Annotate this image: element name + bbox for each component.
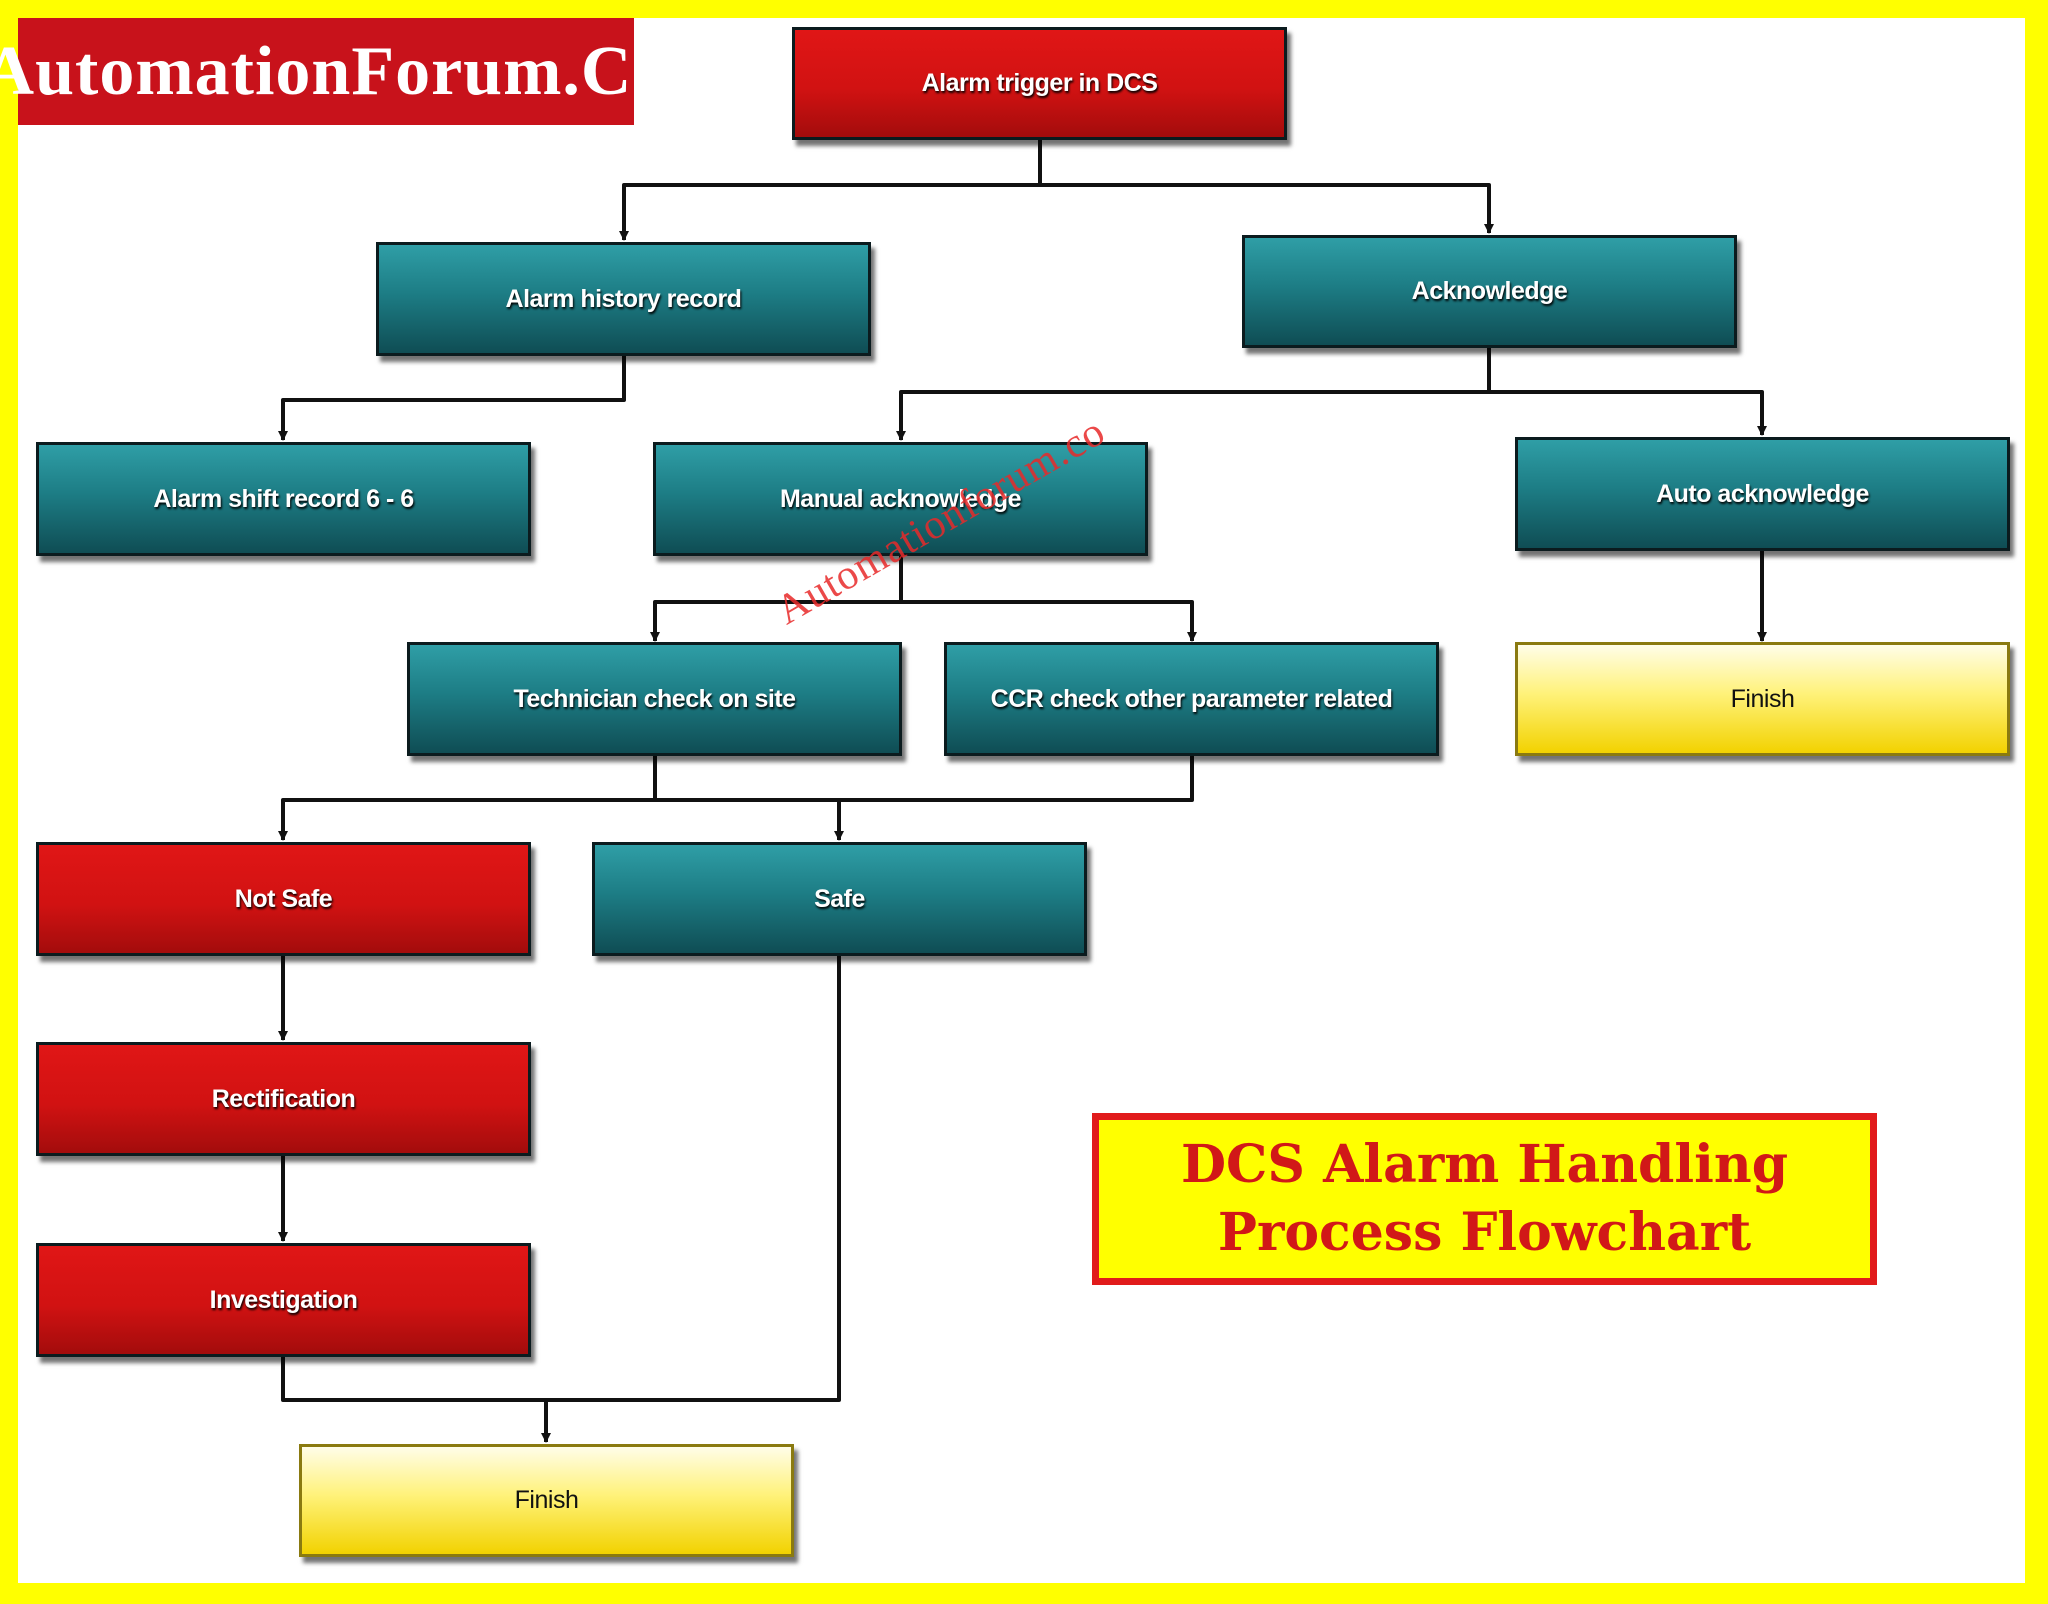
node-acknowledge: Acknowledge — [1242, 235, 1737, 348]
node-label: Alarm trigger in DCS — [921, 69, 1158, 97]
node-manual-acknowledge: Manual acknowledge — [653, 442, 1148, 556]
node-label: Alarm shift record 6 - 6 — [153, 484, 414, 513]
node-investigation: Investigation — [36, 1243, 531, 1357]
node-rectification: Rectification — [36, 1042, 531, 1156]
node-alarm-history-record: Alarm history record — [376, 242, 871, 356]
edge-manual-to-ccr — [901, 600, 1197, 642]
node-not-safe: Not Safe — [36, 842, 531, 956]
node-alarm-shift-record: Alarm shift record 6 - 6 — [36, 442, 531, 556]
node-label: Manual acknowledge — [779, 484, 1022, 513]
node-label: Finish — [1730, 684, 1795, 713]
node-label: Not Safe — [234, 884, 333, 913]
node-label: Alarm history record — [505, 284, 742, 313]
node-label: Finish — [514, 1486, 579, 1514]
edge-investigation-to-finish — [281, 1357, 551, 1443]
node-safe: Safe — [592, 842, 1087, 956]
node-label: Rectification — [211, 1084, 356, 1113]
automationforum-logo: AutomationForum.Co — [0, 18, 667, 125]
edge-technician-to-notsafe — [278, 756, 657, 841]
node-label: CCR check other parameter related — [990, 684, 1393, 713]
node-label: Acknowledge — [1411, 277, 1568, 305]
edge-history-to-shift — [278, 356, 626, 441]
node-label: Technician check on site — [513, 684, 796, 713]
node-alarm-trigger: Alarm trigger in DCS — [792, 27, 1287, 140]
node-label: Safe — [814, 884, 865, 913]
node-auto-acknowledge: Auto acknowledge — [1515, 437, 2010, 551]
node-finish-bottom: Finish — [299, 1444, 794, 1557]
edge-technician-to-safe — [655, 798, 844, 841]
edge-acknowledge-to-auto — [1489, 390, 1767, 436]
edge-acknowledge-to-manual — [896, 348, 1491, 441]
edge-trigger-to-history — [619, 140, 1042, 241]
title-line-2: Process Flowchart — [1217, 1202, 1752, 1263]
node-ccr-check: CCR check other parameter related — [944, 642, 1439, 756]
node-label: Auto acknowledge — [1656, 479, 1869, 508]
edge-manual-to-technician — [650, 556, 903, 642]
node-label: Investigation — [209, 1285, 358, 1314]
logo-text: AutomationForum.Co — [0, 32, 669, 110]
node-technician-check: Technician check on site — [407, 642, 902, 756]
edge-trigger-to-acknowledge — [1040, 183, 1494, 234]
node-finish-right: Finish — [1515, 642, 2010, 756]
edge-ccr-to-safe — [839, 756, 1194, 802]
edge-safe-to-finish — [546, 956, 841, 1402]
flowchart-title-box: DCS Alarm Handling Process Flowchart — [1092, 1113, 1877, 1285]
title-line-1: DCS Alarm Handling — [1180, 1134, 1789, 1195]
